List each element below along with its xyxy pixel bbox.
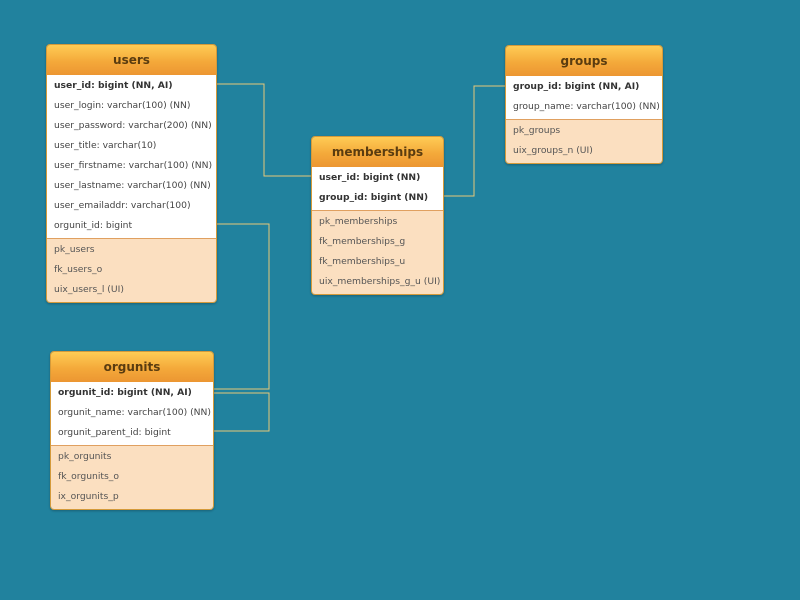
column-row: group_id: bigint (NN) (319, 192, 429, 203)
index-row: uix_memberships_g_u (UI) (319, 276, 441, 287)
index-row: pk_users (54, 244, 95, 255)
index-row: fk_memberships_g (319, 236, 406, 247)
column-row: user_id: bigint (NN, AI) (54, 80, 173, 91)
table-orgunits-indexes: pk_orgunits fk_orgunits_o ix_orgunits_p (51, 445, 213, 509)
index-row: uix_users_l (UI) (54, 284, 124, 295)
index-row: pk_memberships (319, 216, 398, 227)
column-row: orgunit_parent_id: bigint (58, 427, 171, 438)
index-row: uix_groups_n (UI) (513, 145, 593, 156)
column-row: orgunit_id: bigint (NN, AI) (58, 387, 192, 398)
index-row: pk_orgunits (58, 451, 112, 462)
table-users-columns: user_id: bigint (NN, AI) user_login: var… (47, 75, 216, 238)
index-row: fk_memberships_u (319, 256, 406, 267)
table-memberships[interactable]: memberships user_id: bigint (NN) group_i… (311, 136, 444, 295)
table-memberships-columns: user_id: bigint (NN) group_id: bigint (N… (312, 167, 443, 210)
table-groups-columns: group_id: bigint (NN, AI) group_name: va… (506, 76, 662, 119)
index-row: fk_orgunits_o (58, 471, 120, 482)
connector-users-memberships (216, 83, 311, 177)
table-memberships-title: memberships (312, 137, 443, 167)
index-row: fk_users_o (54, 264, 103, 275)
column-row: user_title: varchar(10) (54, 140, 157, 151)
connector-orgunits-self (213, 392, 270, 432)
column-row: user_password: varchar(200) (NN) (54, 120, 212, 131)
table-users[interactable]: users user_id: bigint (NN, AI) user_logi… (46, 44, 217, 303)
column-row: orgunit_name: varchar(100) (NN) (58, 407, 211, 418)
column-row: user_id: bigint (NN) (319, 172, 421, 183)
connector-memberships-groups (443, 85, 505, 197)
column-row: group_name: varchar(100) (NN) (513, 101, 660, 112)
column-row: user_lastname: varchar(100) (NN) (54, 180, 211, 191)
connector-users-orgunits (213, 223, 270, 390)
column-row: user_login: varchar(100) (NN) (54, 100, 191, 111)
column-row: user_emailaddr: varchar(100) (54, 200, 191, 211)
table-groups[interactable]: groups group_id: bigint (NN, AI) group_n… (505, 45, 663, 164)
index-row: pk_groups (513, 125, 561, 136)
table-orgunits[interactable]: orgunits orgunit_id: bigint (NN, AI) org… (50, 351, 214, 510)
table-memberships-indexes: pk_memberships fk_memberships_g fk_membe… (312, 210, 443, 294)
table-orgunits-columns: orgunit_id: bigint (NN, AI) orgunit_name… (51, 382, 213, 445)
column-row: orgunit_id: bigint (54, 220, 133, 231)
index-row: ix_orgunits_p (58, 491, 119, 502)
table-orgunits-title: orgunits (51, 352, 213, 382)
table-groups-indexes: pk_groups uix_groups_n (UI) (506, 119, 662, 163)
table-users-indexes: pk_users fk_users_o uix_users_l (UI) (47, 238, 216, 302)
table-groups-title: groups (506, 46, 662, 76)
table-users-title: users (47, 45, 216, 75)
column-row: group_id: bigint (NN, AI) (513, 81, 640, 92)
column-row: user_firstname: varchar(100) (NN) (54, 160, 213, 171)
